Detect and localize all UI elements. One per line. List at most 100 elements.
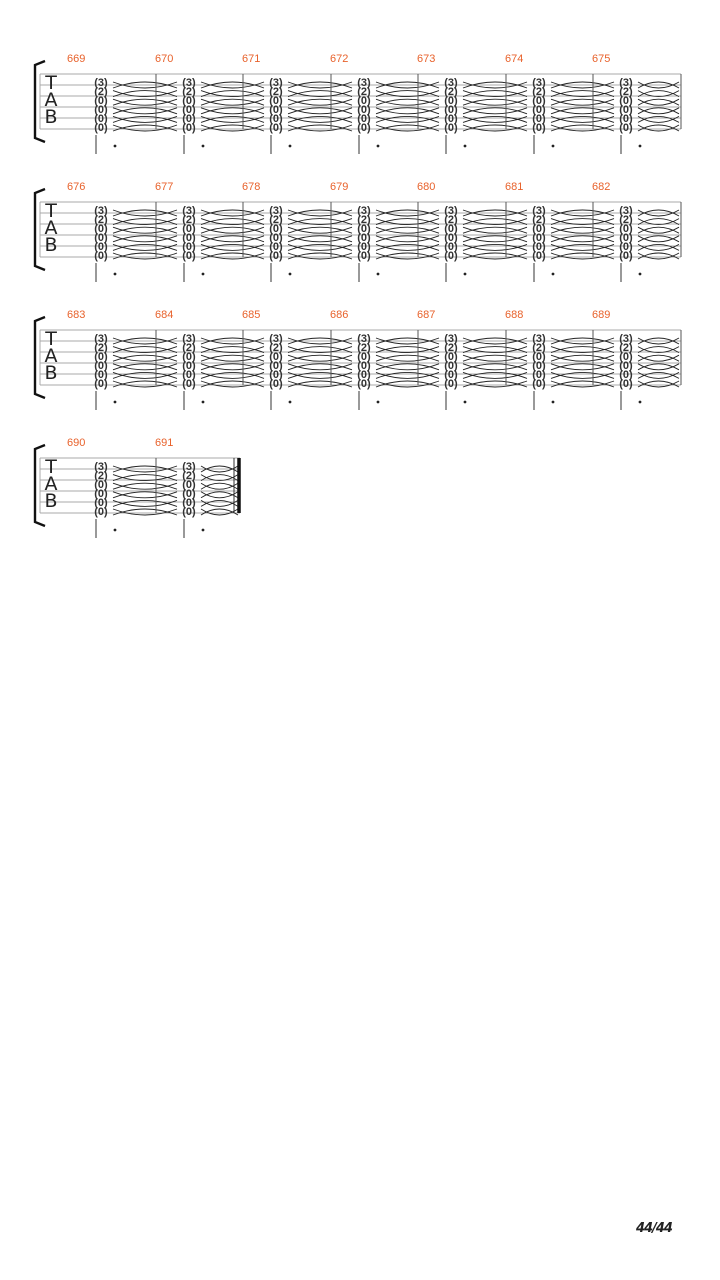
- tie-arc: [112, 124, 178, 132]
- fret-number: (0): [94, 360, 108, 372]
- tie-arc: [550, 209, 615, 217]
- system-bracket: [33, 59, 46, 144]
- tie-arc: [112, 209, 178, 217]
- tie-arc: [375, 116, 440, 123]
- rhythm-dot: [113, 272, 117, 276]
- fret-number: (0): [444, 378, 458, 390]
- fret-number: (0): [94, 95, 108, 107]
- tie-arc: [200, 508, 239, 516]
- fret-number: (0): [619, 369, 633, 381]
- tie-arc: [200, 209, 265, 217]
- tie-arc: [287, 226, 353, 234]
- fret-number: (0): [357, 378, 371, 390]
- tie-arc: [287, 372, 353, 379]
- tie-arc: [112, 116, 178, 123]
- fret-number: (0): [269, 104, 283, 116]
- fret-number: (3): [182, 205, 196, 217]
- tie-arc: [462, 124, 528, 132]
- tie-arc: [462, 363, 528, 371]
- tie-arc: [375, 107, 440, 115]
- tie-arc: [375, 115, 440, 123]
- fret-number: (3): [619, 333, 633, 345]
- tie-arc: [200, 474, 239, 481]
- tie-arc: [462, 372, 528, 379]
- measure-number: 686: [330, 309, 348, 321]
- rhythm-dot: [551, 272, 555, 276]
- tie-arc: [462, 81, 528, 89]
- tie-arc: [287, 218, 353, 225]
- tie-arc: [462, 354, 528, 362]
- tie-arc: [462, 115, 528, 123]
- tie-arc: [200, 337, 265, 345]
- tie-arc: [287, 115, 353, 123]
- tie-arc: [112, 465, 178, 473]
- fret-number: (0): [94, 241, 108, 253]
- tie-arc: [637, 337, 680, 345]
- tie-arc: [375, 380, 440, 388]
- tie-arc: [287, 107, 353, 115]
- tie-arc: [550, 252, 615, 260]
- tie-arc: [462, 218, 528, 225]
- tab-clef-letter: B: [44, 362, 57, 384]
- tie-arc: [112, 218, 178, 225]
- system-bracket: [33, 187, 46, 272]
- tie-arc: [287, 235, 353, 243]
- tie-arc: [462, 346, 528, 354]
- tie-arc: [550, 346, 615, 354]
- fret-number: (3): [269, 77, 283, 89]
- measure-number: 679: [330, 181, 348, 193]
- system-bracket: [33, 443, 46, 528]
- fret-number: (0): [182, 488, 196, 500]
- fret-number: (0): [94, 113, 108, 125]
- tie-arc: [550, 81, 615, 89]
- tie-arc: [287, 346, 353, 354]
- tie-arc: [200, 372, 265, 379]
- tie-arc: [112, 252, 178, 260]
- measure-number: 690: [67, 437, 85, 449]
- tie-arc: [550, 107, 615, 115]
- fret-number: (3): [269, 333, 283, 345]
- tie-arc: [550, 81, 615, 89]
- fret-number: (3): [357, 205, 371, 217]
- tie-arc: [550, 235, 615, 243]
- tie-arc: [287, 235, 353, 243]
- tie-arc: [200, 499, 239, 507]
- rhythm-dot: [551, 400, 555, 404]
- tie-arc: [112, 482, 178, 490]
- fret-number: (0): [444, 351, 458, 363]
- fret-number: (0): [269, 241, 283, 253]
- tie-arc: [375, 371, 440, 379]
- tie-arc: [112, 474, 178, 482]
- fret-number: (0): [357, 104, 371, 116]
- fret-number: (0): [269, 351, 283, 363]
- tie-arc: [375, 243, 440, 251]
- fret-number: (0): [269, 95, 283, 107]
- fret-number: (3): [269, 205, 283, 217]
- tie-arc: [550, 226, 615, 234]
- tie-arc: [550, 90, 615, 97]
- tie-arc: [637, 209, 680, 217]
- tie-arc: [550, 235, 615, 243]
- tie-arc: [462, 90, 528, 98]
- tie-arc: [200, 244, 265, 251]
- tie-arc: [200, 235, 265, 243]
- tie-arc: [462, 363, 528, 371]
- tie-arc: [112, 243, 178, 251]
- tie-arc: [462, 98, 528, 106]
- tie-arc: [375, 372, 440, 379]
- tie-arc: [287, 98, 353, 106]
- tie-arc: [200, 482, 239, 490]
- tie-arc: [375, 380, 440, 388]
- rhythm-dot: [288, 272, 292, 276]
- tie-arc: [550, 363, 615, 371]
- tie-arc: [112, 209, 178, 217]
- rhythm-dot: [551, 144, 555, 148]
- tie-arc: [200, 346, 265, 354]
- tie-arc: [375, 218, 440, 225]
- tie-arc: [550, 98, 615, 106]
- tie-arc: [112, 372, 178, 379]
- fret-number: (2): [532, 342, 546, 354]
- tie-arc: [375, 81, 440, 89]
- rhythm-dot: [638, 144, 642, 148]
- fret-number: (0): [444, 223, 458, 235]
